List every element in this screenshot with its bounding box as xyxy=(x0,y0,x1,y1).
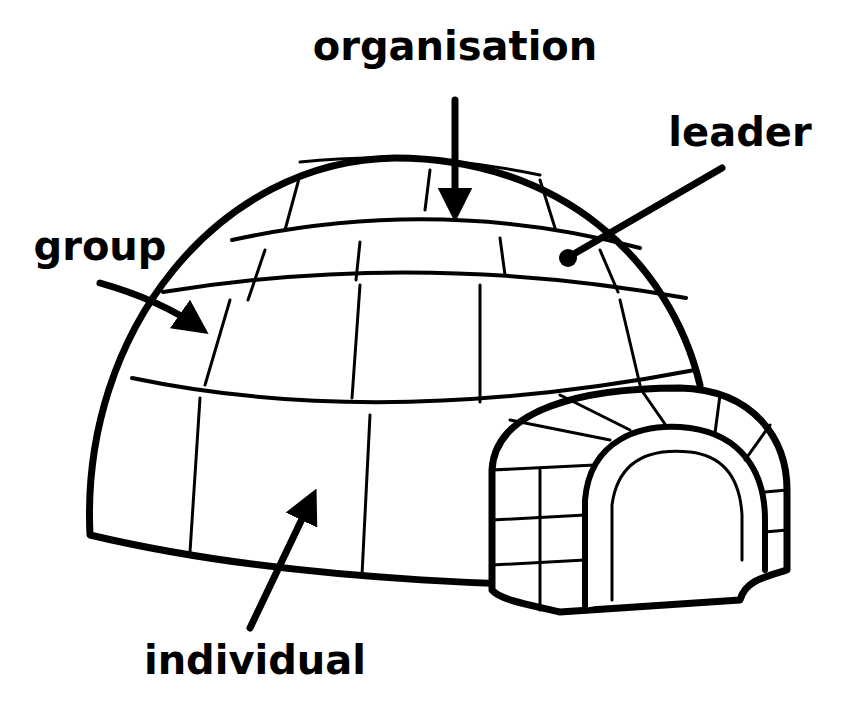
part-label: group xyxy=(34,222,167,270)
igloo-tunnel xyxy=(492,388,787,612)
block-row xyxy=(300,158,540,175)
leader-arrow xyxy=(100,283,200,328)
leader-arrow xyxy=(250,498,312,628)
tunnel-opening-inner xyxy=(612,451,742,600)
part-label: leader xyxy=(668,108,811,156)
leader-line xyxy=(572,168,722,255)
block-row xyxy=(163,272,686,298)
part-label: organisation xyxy=(313,22,598,70)
leader-arrow xyxy=(452,100,459,212)
part-label: individual xyxy=(144,636,366,684)
leader-dot xyxy=(559,249,577,267)
block-row xyxy=(232,219,640,248)
tunnel-blocks xyxy=(492,388,787,610)
tunnel-opening xyxy=(585,427,765,608)
